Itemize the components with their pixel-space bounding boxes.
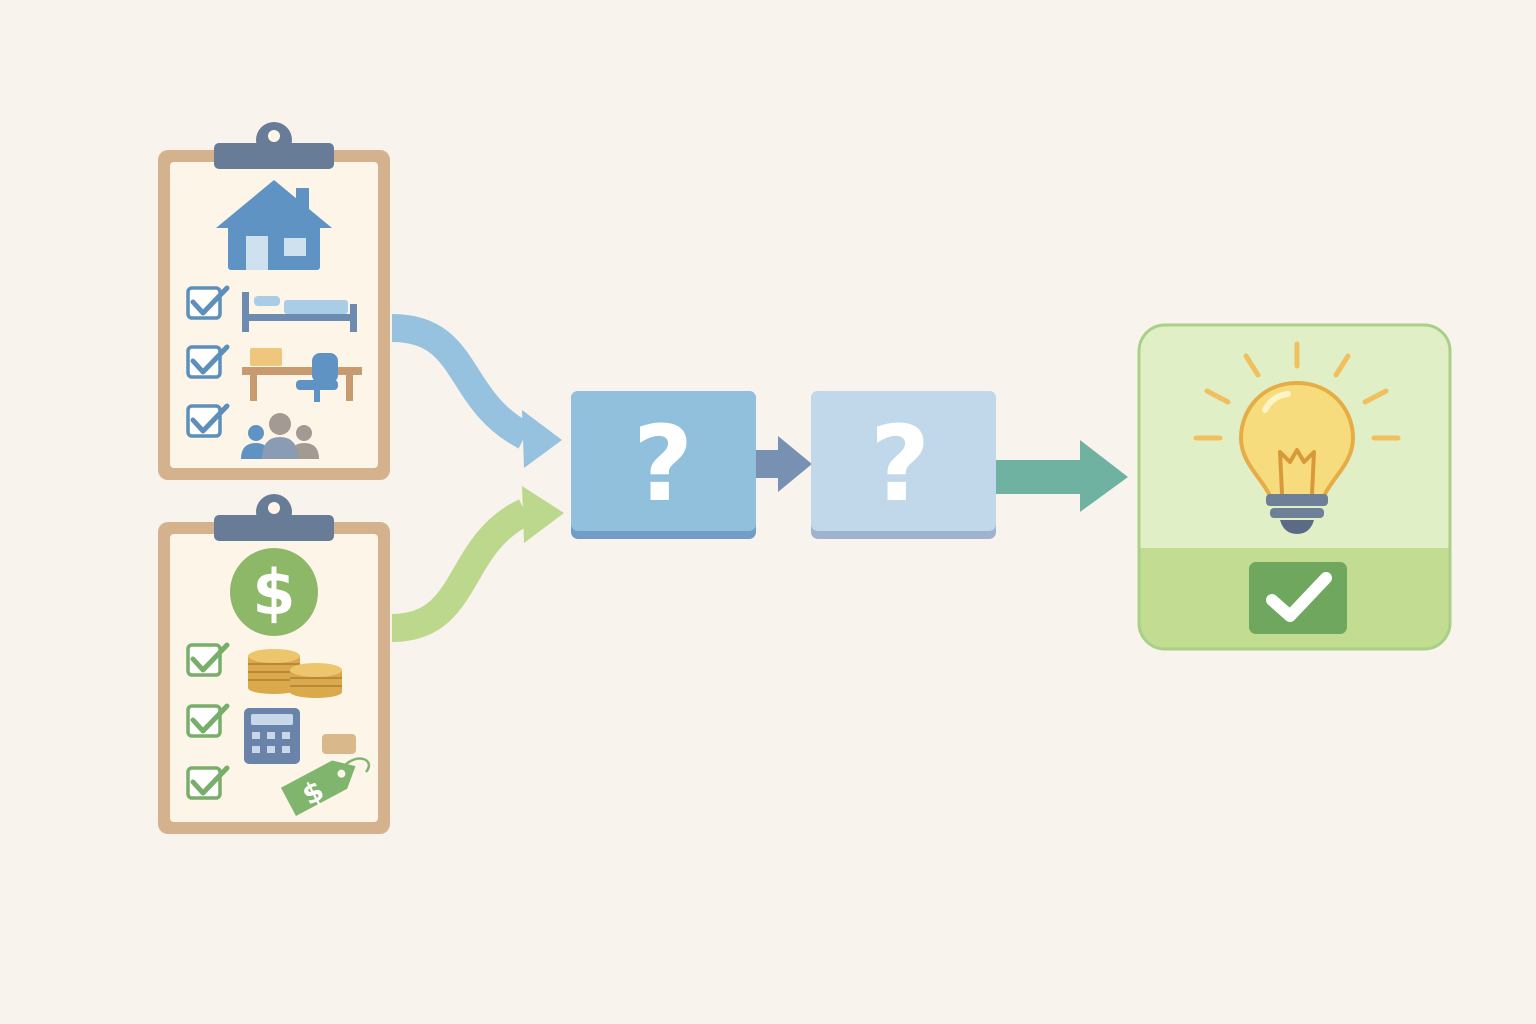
output-arrow bbox=[996, 440, 1128, 512]
house-icon bbox=[216, 180, 332, 270]
dollar-sign: $ bbox=[252, 556, 295, 629]
finance-flow-arrow bbox=[391, 486, 564, 642]
clipboard-clip-icon bbox=[214, 122, 334, 169]
people-icon bbox=[241, 413, 319, 459]
checkbox-icon bbox=[186, 344, 230, 379]
coins-icon bbox=[248, 649, 342, 698]
lightbulb-icon bbox=[1193, 341, 1401, 534]
chair-icon bbox=[296, 353, 338, 402]
checkmark-icon bbox=[1249, 562, 1347, 634]
bed-icon bbox=[242, 292, 357, 332]
housing-checklist-clipboard bbox=[158, 122, 390, 480]
checkbox-icon bbox=[186, 703, 230, 738]
finance-checklist-clipboard: $ bbox=[158, 494, 390, 834]
dollar-icon: $ bbox=[230, 548, 318, 636]
unknown-step-1: ? bbox=[571, 391, 756, 539]
checkbox-icon bbox=[186, 765, 230, 800]
result-panel bbox=[1137, 323, 1452, 651]
checkbox-icon bbox=[186, 403, 230, 438]
question-mark: ? bbox=[870, 403, 930, 525]
desk-icon bbox=[242, 348, 362, 401]
price-tag-icon: $ bbox=[280, 734, 370, 816]
connector-arrow bbox=[756, 436, 812, 492]
question-mark: ? bbox=[633, 403, 693, 525]
unknown-step-2: ? bbox=[811, 391, 996, 539]
checkbox-icon bbox=[186, 642, 230, 677]
housing-flow-arrow bbox=[391, 314, 562, 468]
calculator-icon bbox=[244, 708, 300, 764]
clipboard-clip-icon bbox=[214, 494, 334, 541]
checkbox-icon bbox=[186, 285, 230, 320]
